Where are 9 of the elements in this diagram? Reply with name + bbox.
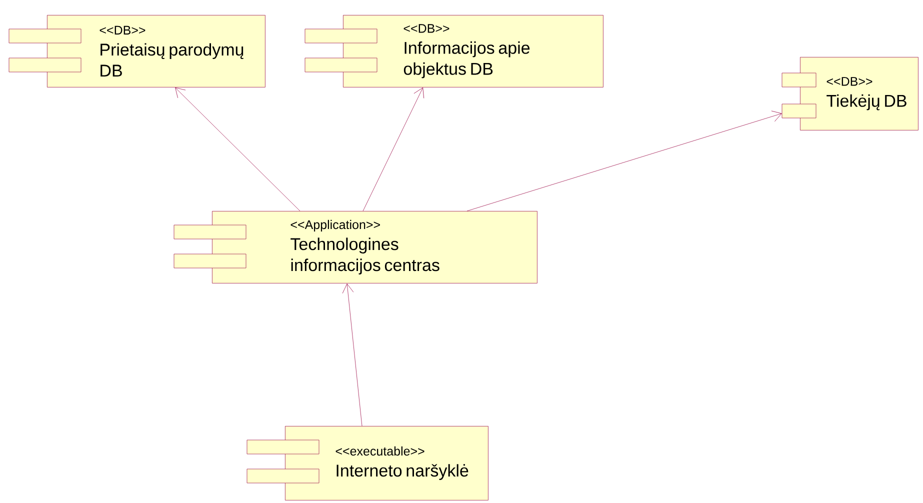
arrow xyxy=(362,88,424,212)
arrow xyxy=(342,284,362,426)
component-box: <<DB>> Prietaisų parodymų DB xyxy=(8,15,266,88)
arrow xyxy=(466,110,782,212)
component-box: <<DB>> Tiekėjų DB xyxy=(782,57,918,130)
component-box: <<DB>> Informacijos apie objektus DB xyxy=(304,15,604,88)
arrow xyxy=(175,87,300,212)
component-box: <<executable>> Interneto naršyklė xyxy=(246,426,488,500)
component-box: <<Application>> Technologines informacijos centras xyxy=(174,211,538,284)
